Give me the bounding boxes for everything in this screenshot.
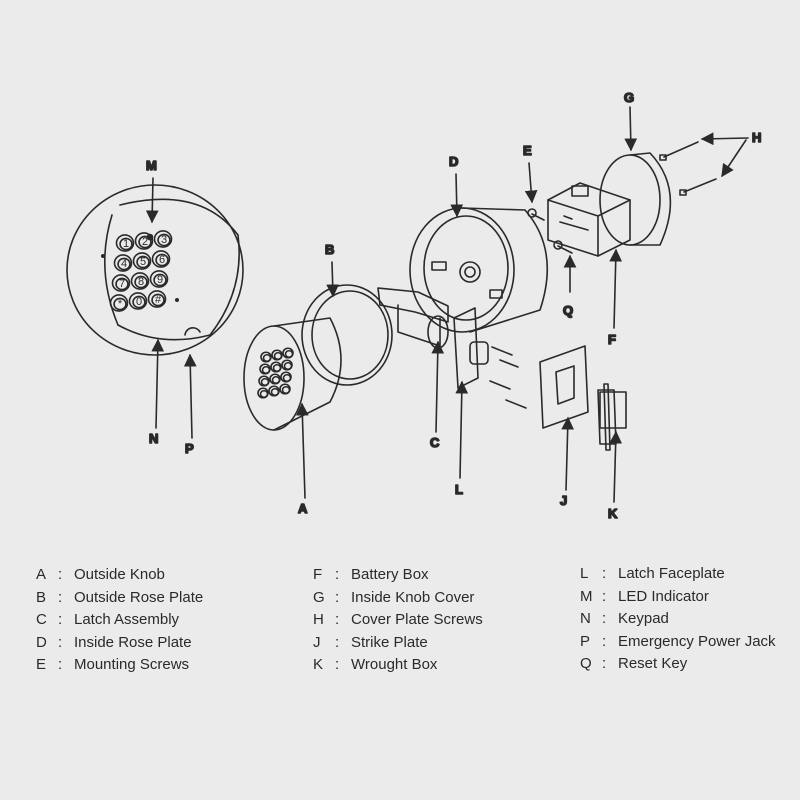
keypad-key-inner	[270, 387, 280, 397]
strike-plate	[489, 345, 589, 429]
keypad-key-inner	[115, 277, 129, 291]
leader-arrows	[145, 106, 749, 503]
keypad-key-inner	[272, 363, 282, 373]
callout-j: J	[560, 493, 567, 508]
keypad-key	[109, 294, 129, 312]
callout-g: G	[624, 90, 634, 105]
keypad-key-inner	[119, 237, 133, 251]
legend-row: C:Latch Assembly	[36, 611, 180, 628]
keypad-key	[128, 292, 148, 310]
callout-q: Q	[563, 303, 573, 318]
callout-labels: M N P A B C L D E Q F G H J K	[145, 89, 762, 522]
latch-assembly	[377, 287, 489, 389]
keypad-key-label: 7	[119, 278, 125, 290]
keypad-key-label: 6	[159, 254, 165, 266]
callout-e: E	[523, 143, 532, 158]
battery-box	[547, 182, 631, 257]
keypad-detail-view: 1 2 3 4 5 6 7 8 9 * 0 #	[66, 184, 244, 356]
keypad-key-inner	[284, 349, 294, 359]
keypad-key-inner	[153, 273, 167, 287]
keypad-key-label: #	[155, 294, 162, 306]
callout-d: D	[449, 154, 458, 169]
keypad-key-label: 1	[123, 238, 129, 250]
legend-row: F:Battery Box	[313, 566, 429, 583]
keypad-key	[115, 234, 135, 252]
latch-faceplate	[453, 307, 479, 389]
legend-row: H:Cover Plate Screws	[313, 611, 483, 628]
keypad-key-inner	[157, 233, 171, 247]
keypad-key-label: *	[118, 298, 123, 310]
keypad-key-inner	[281, 385, 291, 395]
outside-rose-plate	[301, 284, 393, 386]
callout-p: P	[185, 441, 194, 456]
keypad-key-inner	[262, 353, 272, 363]
keypad-key-label: 4	[121, 258, 127, 270]
keypad-key-inner	[136, 255, 150, 269]
legend-row: D:Inside Rose Plate	[36, 633, 192, 651]
legend-row: N:Keypad	[580, 610, 669, 627]
exploded-lock-diagram: 1 2 3 4 5 6 7 8 9 * 0 #	[66, 89, 762, 522]
keypad-key-inner	[138, 235, 152, 249]
keypad-key-inner	[117, 257, 131, 271]
keypad-key-inner	[271, 375, 281, 385]
legend-row: J:Strike Plate	[313, 633, 428, 651]
legend-row: G:Inside Knob Cover	[313, 588, 475, 606]
keypad-key	[153, 230, 173, 248]
keypad-key-label: 0	[136, 296, 142, 308]
keypad-key-label: 2	[142, 236, 148, 248]
legend-column-1: A:Outside Knob B:Outside Rose Plate C:La…	[36, 564, 203, 677]
keypad-key	[151, 250, 171, 268]
legend-row: Q:Reset Key	[580, 655, 688, 672]
cover-plate-screws	[659, 141, 717, 196]
keypad-key-label: 3	[161, 234, 167, 246]
keypad-key	[111, 274, 131, 292]
inside-knob-cover	[599, 152, 672, 246]
keypad-key-inner	[155, 253, 169, 267]
keypad-key-inner	[273, 351, 283, 361]
legend-row: M:LED Indicator	[580, 587, 709, 605]
legend-row: B:Outside Rose Plate	[36, 588, 204, 606]
keypad-key-inner	[259, 389, 269, 399]
keypad-key	[113, 254, 133, 272]
callout-l: L	[455, 482, 463, 497]
keypad-key-inner	[134, 275, 148, 289]
outside-knob	[243, 317, 342, 431]
keypad-key-label: 9	[157, 274, 163, 286]
legend-row: P:Emergency Power Jack	[580, 632, 776, 650]
keypad-key-inner	[132, 295, 146, 309]
keypad-key-inner	[283, 361, 293, 371]
legend-row: L:Latch Faceplate	[580, 565, 725, 582]
keypad-key-inner	[113, 297, 127, 311]
legend-row: K:Wrought Box	[313, 656, 438, 673]
keypad-key-label: 8	[138, 276, 144, 288]
inside-rose-plate	[409, 207, 549, 333]
keypad-key	[147, 290, 167, 308]
keypad-key-inner	[282, 373, 292, 383]
callout-m: M	[146, 158, 157, 173]
keypad-small	[257, 347, 294, 399]
keypad-key	[149, 270, 169, 288]
keypad-key-inner	[151, 293, 165, 307]
keypad-large: 1 2 3 4 5 6 7 8 9 * 0 #	[109, 230, 173, 312]
keypad-key-inner	[261, 365, 271, 375]
callout-a: A	[298, 501, 308, 516]
legend-row: A:Outside Knob	[36, 566, 165, 583]
legend-column-3: L:Latch Faceplate M:LED Indicator N:Keyp…	[580, 563, 776, 676]
callout-h: H	[752, 130, 761, 145]
keypad-key-label: 5	[140, 256, 146, 268]
callout-f: F	[608, 332, 616, 347]
wrought-box	[597, 383, 627, 451]
keypad-key	[132, 252, 152, 270]
legend-column-2: F:Battery Box G:Inside Knob Cover H:Cove…	[313, 564, 483, 677]
callout-c: C	[430, 435, 440, 450]
led-indicator	[146, 233, 154, 241]
legend-row: E:Mounting Screws	[36, 656, 190, 673]
emergency-power-jack	[184, 327, 201, 336]
callout-n: N	[149, 431, 158, 446]
keypad-key	[134, 232, 154, 250]
callout-k: K	[608, 506, 618, 521]
callout-b: B	[325, 242, 334, 257]
keypad-key-inner	[260, 377, 270, 387]
keypad-key	[130, 272, 150, 290]
